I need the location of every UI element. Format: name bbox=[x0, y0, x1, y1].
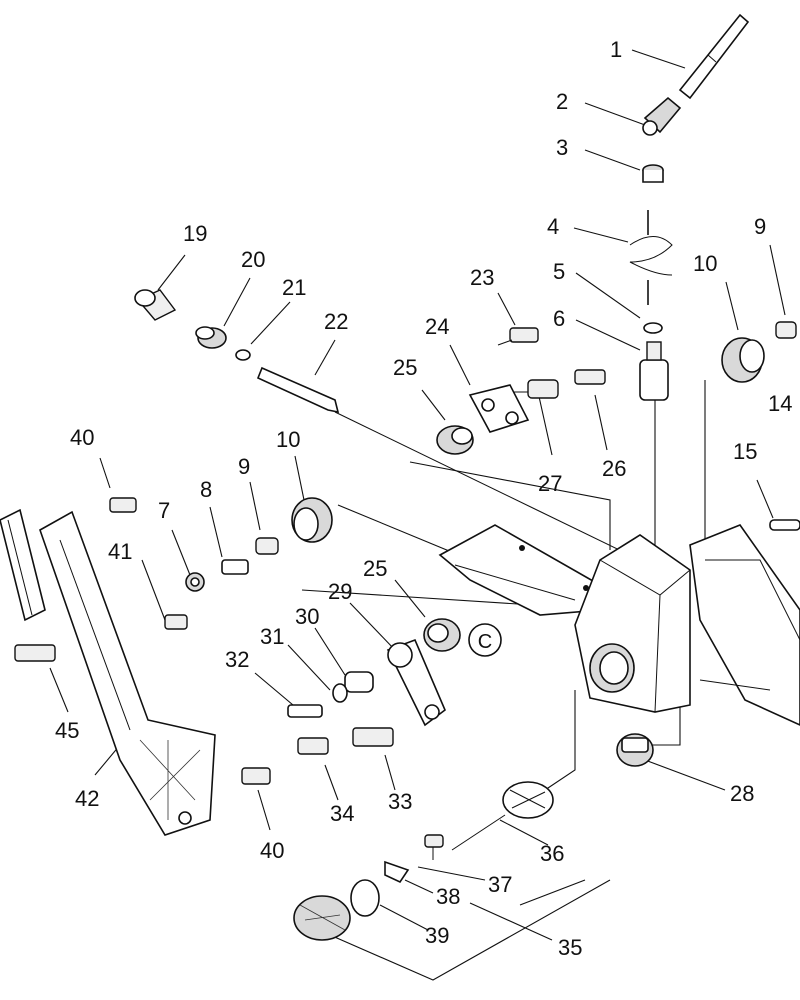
part-9-bushing-left bbox=[255, 537, 279, 555]
callout-40b: 40 bbox=[260, 838, 284, 863]
part-6-boot bbox=[639, 341, 669, 401]
callout-31: 31 bbox=[260, 624, 284, 649]
callout-20: 20 bbox=[241, 247, 265, 272]
part-4-spring bbox=[629, 210, 673, 305]
callout-3: 3 bbox=[556, 135, 568, 160]
callout-4: 4 bbox=[547, 214, 559, 239]
part-26-bolt bbox=[574, 369, 606, 385]
callout-34: 34 bbox=[330, 801, 354, 826]
callout-2: 2 bbox=[556, 89, 568, 114]
part-39-oring bbox=[350, 879, 380, 917]
part-15-pin bbox=[769, 519, 800, 531]
callout-1: 1 bbox=[610, 37, 622, 62]
callout-35: 35 bbox=[558, 935, 582, 960]
callout-37: 37 bbox=[488, 872, 512, 897]
callout-30: 30 bbox=[295, 604, 319, 629]
callout-32: 32 bbox=[225, 647, 249, 672]
part-31-washer bbox=[332, 683, 348, 703]
part-1-shift-rod bbox=[678, 13, 750, 100]
callout-40a: 40 bbox=[70, 425, 94, 450]
part-9-bushing-right bbox=[775, 321, 797, 339]
part-22-shaft bbox=[256, 366, 340, 414]
callout-23: 23 bbox=[470, 265, 494, 290]
callout-29: 29 bbox=[328, 579, 352, 604]
part-5-washer bbox=[643, 322, 663, 334]
callout-36: 36 bbox=[540, 841, 564, 866]
part-36-gauge bbox=[451, 781, 554, 851]
callout-9b: 9 bbox=[238, 454, 250, 479]
callout-26: 26 bbox=[602, 456, 626, 481]
part-7-nut bbox=[185, 572, 205, 592]
callout-15: 15 bbox=[733, 439, 757, 464]
callout-42: 42 bbox=[75, 786, 99, 811]
callout-45: 45 bbox=[55, 718, 79, 743]
callout-10a: 10 bbox=[693, 251, 717, 276]
callout-22: 22 bbox=[324, 309, 348, 334]
callout-27: 27 bbox=[538, 471, 562, 496]
part-3-bushing bbox=[642, 164, 664, 183]
callout-41: 41 bbox=[108, 539, 132, 564]
part-33-bolt bbox=[352, 727, 394, 747]
part-45-bolt bbox=[14, 644, 56, 662]
part-2-rod-end bbox=[642, 96, 682, 136]
callout-19: 19 bbox=[183, 221, 207, 246]
part-10-grommet-left bbox=[291, 497, 333, 543]
part-40-bolt-upper bbox=[109, 497, 137, 513]
main-housing bbox=[574, 534, 691, 713]
callout-labels: 1 2 3 4 5 6 9 10 14 15 19 20 21 22 23 24… bbox=[55, 37, 792, 960]
detail-marker-label: C bbox=[478, 631, 492, 653]
part-30-bushing bbox=[344, 671, 374, 693]
part-38-clip bbox=[384, 860, 410, 884]
frame-right bbox=[689, 524, 800, 726]
callout-6: 6 bbox=[553, 306, 565, 331]
part-21-ring bbox=[235, 349, 251, 361]
part-23-bolt bbox=[497, 327, 539, 346]
callout-39: 39 bbox=[425, 923, 449, 948]
part-24-plate bbox=[468, 384, 530, 433]
part-41-bolt bbox=[164, 614, 188, 630]
part-10-grommet-right bbox=[721, 337, 765, 383]
left-edge-rail bbox=[0, 508, 46, 622]
callout-33: 33 bbox=[388, 789, 412, 814]
callout-25b: 25 bbox=[363, 556, 387, 581]
callout-25a: 25 bbox=[393, 355, 417, 380]
part-19-cap bbox=[134, 289, 177, 321]
callout-9a: 9 bbox=[754, 214, 766, 239]
callout-5: 5 bbox=[553, 259, 565, 284]
callout-21: 21 bbox=[282, 275, 306, 300]
part-37-screw bbox=[424, 834, 444, 860]
callout-7: 7 bbox=[158, 498, 170, 523]
part-8-bolt bbox=[221, 559, 249, 575]
part-29-link bbox=[386, 638, 446, 727]
detail-marker-c: C bbox=[468, 623, 502, 657]
part-20-bushing bbox=[195, 326, 227, 349]
callout-28: 28 bbox=[730, 781, 754, 806]
part-cap bbox=[293, 895, 351, 941]
part-28-plug bbox=[616, 733, 654, 767]
part-25-spring-lower bbox=[423, 618, 461, 652]
callout-38: 38 bbox=[436, 884, 460, 909]
callout-14: 14 bbox=[768, 391, 792, 416]
upper-bracket bbox=[438, 524, 601, 616]
part-27-stud bbox=[527, 379, 559, 399]
callout-24: 24 bbox=[425, 314, 449, 339]
callout-8: 8 bbox=[200, 477, 212, 502]
part-25-spring-top bbox=[436, 425, 474, 455]
part-32-screw bbox=[287, 704, 323, 718]
callout-10b: 10 bbox=[276, 427, 300, 452]
part-34-bolt bbox=[297, 737, 329, 755]
part-40-bolt-lower bbox=[241, 767, 271, 785]
part-42-lever bbox=[39, 510, 216, 836]
